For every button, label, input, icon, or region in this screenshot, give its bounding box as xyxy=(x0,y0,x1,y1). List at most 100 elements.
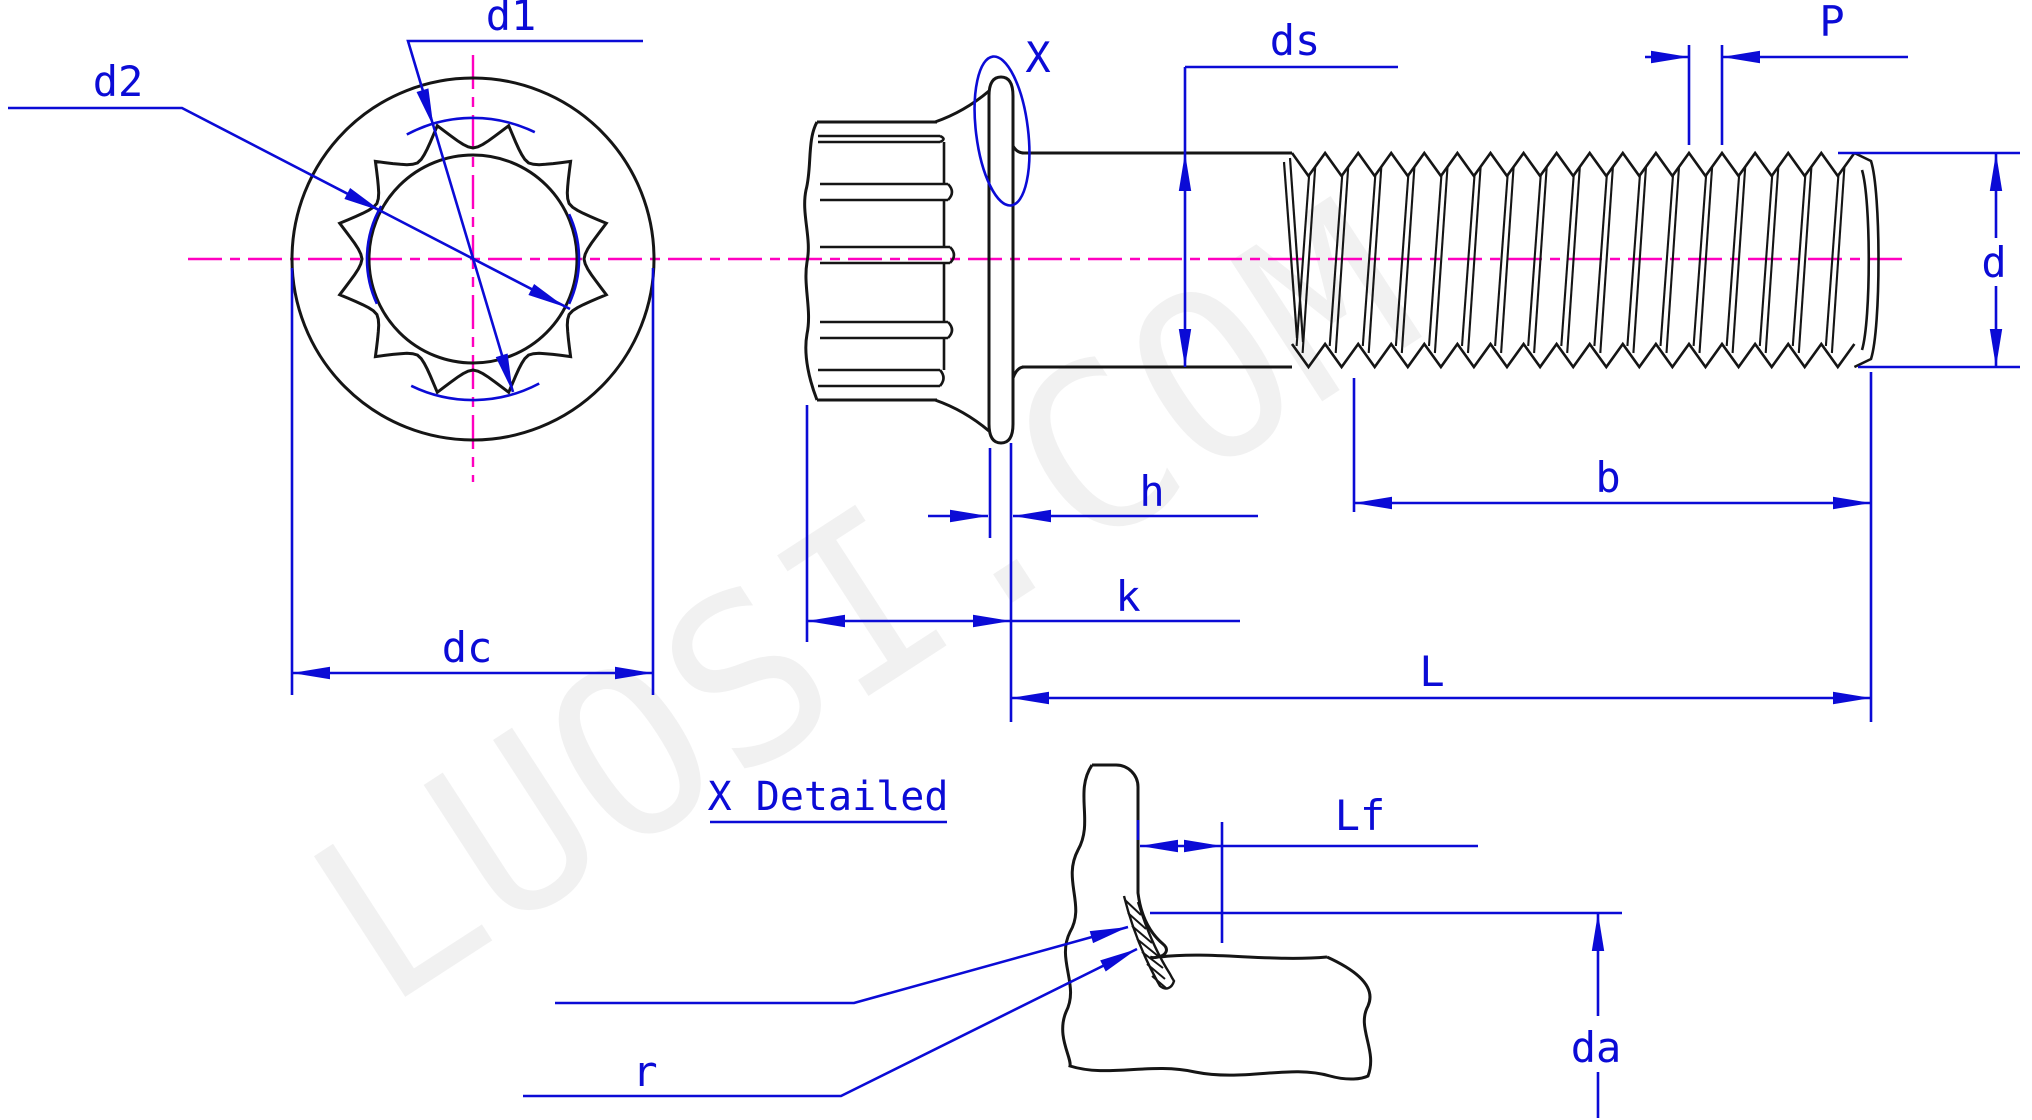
d-arrows xyxy=(1989,153,2003,367)
thread-flank-line xyxy=(1566,166,1581,354)
label-r: r xyxy=(632,1047,657,1096)
r-leader-lower xyxy=(523,947,1138,1098)
dc-arrowhead-right xyxy=(615,666,653,680)
twelve-point-star-outline xyxy=(337,123,609,395)
dimension-lf xyxy=(1136,820,1478,943)
thread-flank-line xyxy=(1698,166,1714,354)
groove-band-5 xyxy=(818,368,945,388)
watermark-text: LUOSI.COM xyxy=(270,153,1461,1056)
thread-flank-line xyxy=(1500,166,1515,354)
groove-band-3 xyxy=(820,245,956,265)
dimension-b xyxy=(1352,372,1873,722)
dimension-d2 xyxy=(8,106,581,311)
lf-arrowhead-left xyxy=(1140,839,1178,853)
label-h: h xyxy=(1139,467,1164,516)
p-arrowhead-left xyxy=(1651,50,1689,64)
r-arrowhead-lower xyxy=(1100,949,1137,972)
thread-flank-line xyxy=(1394,173,1410,347)
d1-arc-bottom xyxy=(410,382,540,402)
p-arrows xyxy=(1651,50,1760,64)
thread-flank-line xyxy=(1361,173,1377,347)
thread-flank-line xyxy=(1295,173,1311,347)
label-b: b xyxy=(1595,453,1620,502)
d2-arc-left xyxy=(365,205,383,305)
label-x-callout: X xyxy=(1025,33,1050,82)
thread-flank-line xyxy=(1466,166,1482,354)
thread-flank-line xyxy=(1334,166,1350,354)
thread-flank-line xyxy=(1593,173,1608,347)
label-k: k xyxy=(1115,572,1140,621)
label-d1: d1 xyxy=(486,0,537,40)
head-inner-circle xyxy=(367,153,579,365)
thread-crest-bottom xyxy=(1290,341,1856,370)
head-groove-bands xyxy=(818,134,956,388)
thread-flank-line xyxy=(1731,166,1747,354)
label-p: P xyxy=(1819,0,1844,46)
d1-arrowhead-bottom xyxy=(495,353,513,392)
thread-flank-line xyxy=(1560,173,1575,347)
thread-flank-line xyxy=(1626,173,1642,347)
hatch-line xyxy=(1136,938,1159,957)
b-arrows xyxy=(1354,496,1871,510)
flange-rim-edge xyxy=(987,75,1015,445)
dc-arrowhead-left xyxy=(292,666,330,680)
thread-flank-line xyxy=(1527,173,1542,347)
thread-flank-line xyxy=(1659,173,1675,347)
dimension-dc xyxy=(290,268,655,695)
thread-crest-top xyxy=(1290,150,1856,179)
l-arrows xyxy=(1011,691,1871,705)
front-view: d1 d2 dc xyxy=(8,0,656,695)
thread-flank-line xyxy=(1797,166,1813,354)
thread-runout xyxy=(1282,157,1305,343)
label-d2: d2 xyxy=(93,57,144,106)
ds-arrowhead-bottom xyxy=(1178,329,1192,367)
k-arrows xyxy=(807,614,1011,628)
flange-cone-top xyxy=(934,89,990,124)
ds-arrowhead-top xyxy=(1178,153,1192,191)
detail-callout-ellipse xyxy=(973,55,1031,207)
thread-flank-line xyxy=(1494,173,1509,347)
head-left-edge xyxy=(803,121,819,401)
b-arrowhead-right xyxy=(1833,496,1871,510)
groove-band-4 xyxy=(820,320,954,340)
side-view: X ds P xyxy=(803,0,2020,722)
thread-flank-line xyxy=(1764,166,1780,354)
hatch-line xyxy=(1124,899,1142,916)
h-arrowhead-left xyxy=(950,509,988,523)
thread-flank-line xyxy=(1725,173,1741,347)
thread-flank-line xyxy=(1632,166,1648,354)
bolt-outline xyxy=(803,75,1880,445)
detail-outline xyxy=(1061,763,1373,1081)
thread-flank-line xyxy=(1367,166,1383,354)
ds-arrows xyxy=(1178,153,1192,367)
lf-arrowhead-right xyxy=(1184,839,1222,853)
runout-line-2 xyxy=(1288,157,1305,343)
da-arrows xyxy=(1591,913,1605,951)
bearing-surface-line xyxy=(1159,953,1328,960)
p-arrowhead-right xyxy=(1722,50,1760,64)
label-dc: dc xyxy=(442,623,493,672)
flange-rim-section xyxy=(1092,763,1168,960)
fillet-crescent xyxy=(1122,895,1176,990)
flange-outer-circle xyxy=(290,76,656,442)
dimension-r xyxy=(523,925,1138,1098)
d1-arrowhead-top xyxy=(416,88,434,127)
d2-arc-right xyxy=(567,213,581,305)
lf-arrows xyxy=(1140,839,1222,853)
d2-arrows xyxy=(344,188,565,307)
thread-flank-line xyxy=(1301,166,1317,354)
thread-flank-line xyxy=(1758,173,1774,347)
l-arrowhead-right xyxy=(1833,691,1871,705)
thread-flank-line xyxy=(1433,166,1449,354)
thread-flank-line xyxy=(1599,166,1614,354)
k-arrowhead-right xyxy=(973,614,1011,628)
d1-arrows xyxy=(416,88,513,392)
h-arrowhead-right xyxy=(1013,509,1051,523)
groove-band-1 xyxy=(818,134,945,144)
hatch-line xyxy=(1131,925,1153,944)
thread-flank-line xyxy=(1791,173,1807,347)
dimension-ds xyxy=(1183,65,1398,367)
k-arrowhead-left xyxy=(807,614,845,628)
detail-view: X Detailed xyxy=(523,763,1622,1118)
